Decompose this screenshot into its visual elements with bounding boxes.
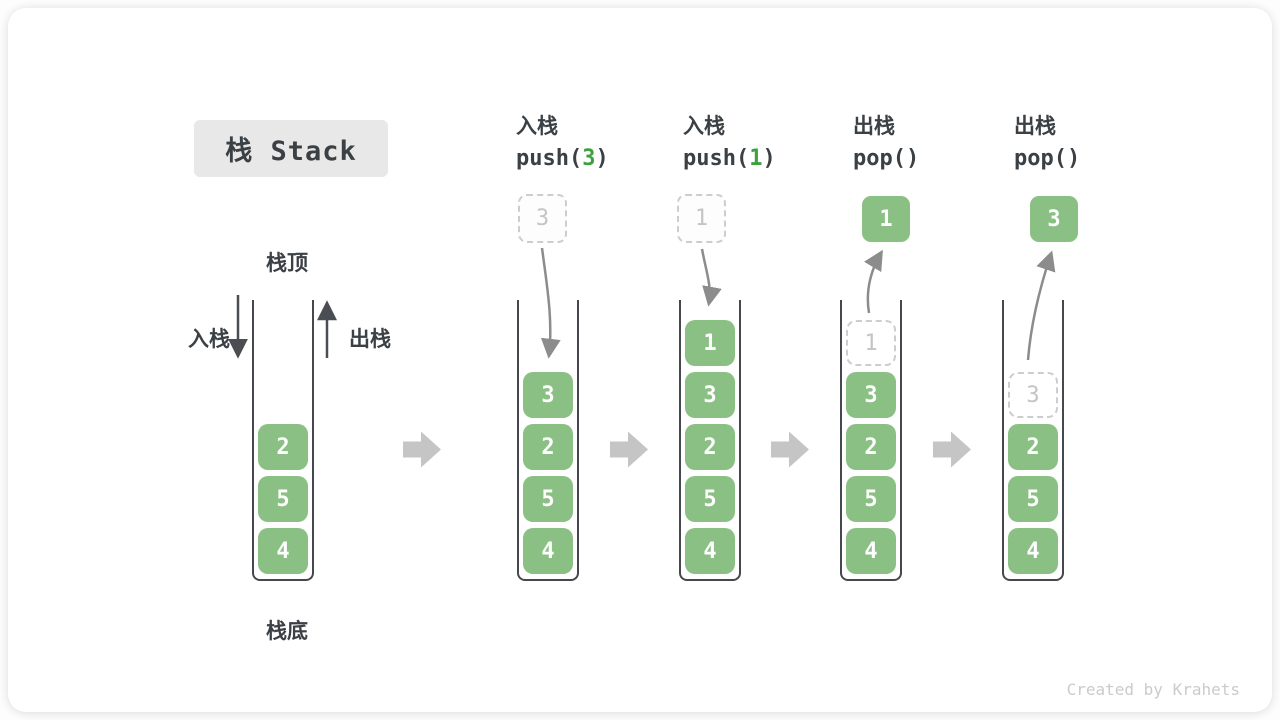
stack-top-label: 栈顶 — [266, 251, 308, 275]
op-name: 入栈 — [516, 114, 558, 138]
op-header-push-3: 入栈 push(3) — [516, 114, 609, 172]
op-name: 出栈 — [1014, 114, 1056, 138]
stack-element-5: 5 — [258, 476, 308, 522]
step-arrow-2 — [610, 431, 648, 468]
push-1-arrow — [700, 248, 722, 307]
stack-element-2: 2 — [846, 424, 896, 470]
stack-element-4: 4 — [1008, 528, 1058, 574]
stack-container-pop-1 — [840, 300, 902, 581]
op-name: 出栈 — [853, 114, 895, 138]
op-header-push-1: 入栈 push(1) — [683, 114, 776, 172]
stack-element-4: 4 — [258, 528, 308, 574]
push-side-label: 入栈 — [188, 327, 230, 351]
popped-element-1: 1 — [862, 196, 910, 242]
stack-container-push-1 — [679, 300, 741, 581]
op-header-pop-1: 出栈 pop() — [853, 114, 920, 172]
stack-element-3: 3 — [523, 372, 573, 418]
title-text: 栈 Stack — [225, 136, 357, 167]
stack-element-3: 3 — [685, 372, 735, 418]
step-arrow-4 — [933, 431, 971, 468]
op-header-pop-3: 出栈 pop() — [1014, 114, 1081, 172]
stack-element-4: 4 — [846, 528, 896, 574]
stack-container-initial-stack — [252, 300, 314, 581]
stack-element-5: 5 — [685, 476, 735, 522]
stack-element-5: 5 — [523, 476, 573, 522]
stack-element-5: 5 — [846, 476, 896, 522]
diagram-card: 栈 Stack 栈顶 栈底 入栈 出栈 — [8, 8, 1272, 712]
stack-element-5: 5 — [1008, 476, 1058, 522]
op-code: pop() — [1014, 146, 1081, 172]
title-badge: 栈 Stack — [194, 120, 388, 177]
pending-element-3: 3 — [518, 194, 567, 243]
op-code: pop() — [853, 146, 920, 172]
step-arrow-3 — [771, 431, 809, 468]
stack-bottom-label: 栈底 — [266, 619, 308, 643]
ghost-element-1: 1 — [846, 320, 896, 366]
watermark: Created by Krahets — [1066, 680, 1240, 699]
op-code: push(1) — [683, 146, 776, 172]
stack-element-1: 1 — [685, 320, 735, 366]
stack-container-push-3 — [517, 300, 579, 581]
stack-element-3: 3 — [846, 372, 896, 418]
op-name: 入栈 — [683, 114, 725, 138]
arrows-layer — [228, 247, 1056, 468]
pop-side-label: 出栈 — [349, 327, 391, 351]
stack-element-2: 2 — [258, 424, 308, 470]
stack-container-pop-3 — [1002, 300, 1064, 581]
stack-element-4: 4 — [685, 528, 735, 574]
stack-element-4: 4 — [523, 528, 573, 574]
ghost-element-3: 3 — [1008, 372, 1058, 418]
op-code: push(3) — [516, 146, 609, 172]
stack-element-2: 2 — [523, 424, 573, 470]
pending-element-1: 1 — [677, 194, 726, 243]
stack-element-2: 2 — [1008, 424, 1058, 470]
stack-element-2: 2 — [685, 424, 735, 470]
popped-element-3: 3 — [1030, 196, 1078, 242]
step-arrow-1 — [403, 431, 441, 468]
